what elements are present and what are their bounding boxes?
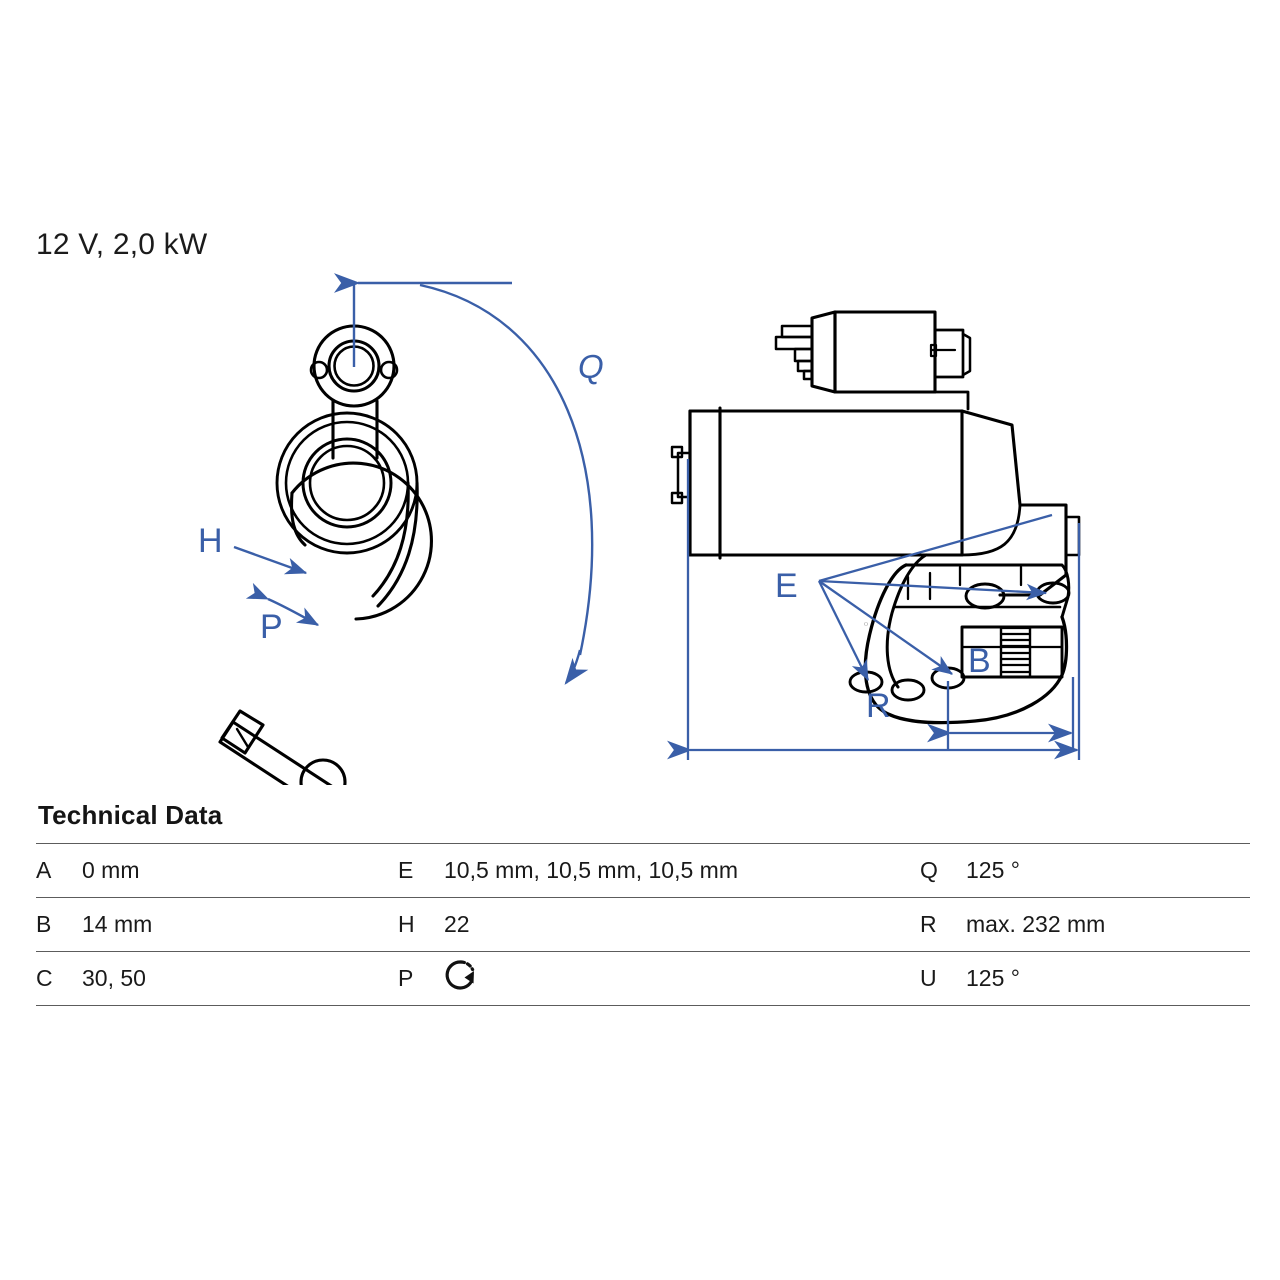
table-row: B 14 mm H 22 R max. 232 mm <box>36 897 1250 952</box>
technical-data-section: Technical Data A 0 mm E 10,5 mm, 10,5 mm… <box>36 800 1250 1006</box>
page-title: 12 V, 2,0 kW <box>36 228 208 261</box>
row-value-a: 0 mm <box>82 843 394 898</box>
e-leader-1 <box>818 513 1053 583</box>
label-h: H <box>198 522 223 560</box>
table-row: C 30, 50 P U 125 ° <box>36 951 1250 1006</box>
cell-spacer <box>916 951 920 1006</box>
row-key-h: H <box>398 897 444 952</box>
label-p: P <box>260 608 283 646</box>
q-arc <box>419 283 594 656</box>
row-value-e: 10,5 mm, 10,5 mm, 10,5 mm <box>444 843 916 898</box>
label-q: Q <box>578 348 604 385</box>
row-key-c: C <box>36 951 82 1006</box>
rotation-clockwise-icon <box>444 958 478 998</box>
label-b: B <box>968 642 991 680</box>
cell-spacer <box>394 843 398 898</box>
row-value-q: 125 ° <box>966 843 1250 898</box>
technical-data-heading: Technical Data <box>38 800 223 830</box>
row-key-u: U <box>920 951 966 1006</box>
p-rotation-arrow <box>245 582 320 627</box>
row-value-h: 22 <box>444 897 916 952</box>
technical-drawings: H P Q <box>0 255 1280 785</box>
technical-data-table: A 0 mm E 10,5 mm, 10,5 mm, 10,5 mm Q 125… <box>36 843 1250 1006</box>
row-key-p: P <box>398 951 444 1006</box>
table-row: A 0 mm E 10,5 mm, 10,5 mm, 10,5 mm Q 125… <box>36 843 1250 898</box>
label-r: R <box>866 687 891 725</box>
end-view-dimensions <box>233 273 594 685</box>
side-view-dimensions <box>667 459 1081 760</box>
e-leader-3 <box>817 580 870 682</box>
row-key-q: Q <box>920 843 966 898</box>
row-value-u: 125 ° <box>966 951 1250 1006</box>
e-leader-2 <box>818 580 953 675</box>
row-key-r: R <box>920 897 966 952</box>
row-value-r: max. 232 mm <box>966 897 1250 952</box>
cell-spacer <box>394 951 398 1006</box>
row-value-b: 14 mm <box>82 897 394 952</box>
cell-spacer <box>916 843 920 898</box>
cell-spacer <box>916 897 920 952</box>
row-key-b: B <box>36 897 82 952</box>
starter-side-view-group <box>670 310 1081 725</box>
cell-spacer <box>394 897 398 952</box>
row-value-p <box>444 951 916 1006</box>
q-arc-end <box>564 649 589 685</box>
row-key-a: A <box>36 843 82 898</box>
row-value-c: 30, 50 <box>82 951 394 1006</box>
row-key-e: E <box>398 843 444 898</box>
label-e: E <box>775 567 798 605</box>
h-leader <box>233 545 308 575</box>
e-leader-4 <box>818 579 1048 601</box>
